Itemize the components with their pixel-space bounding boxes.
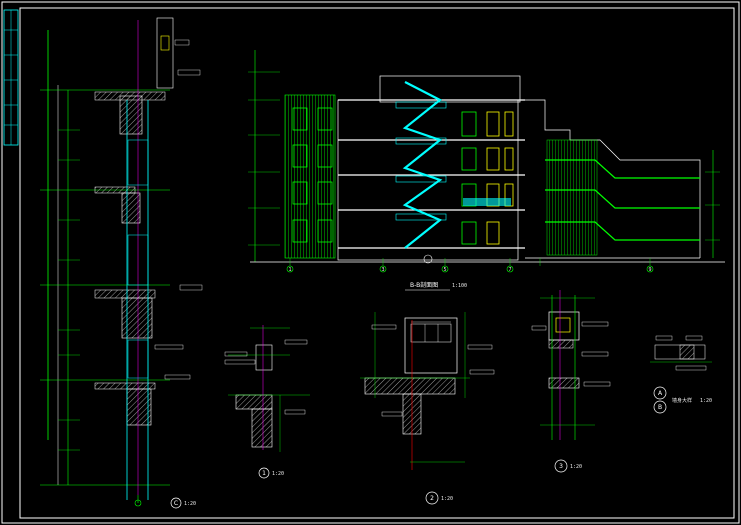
legend-scale: 1:20 bbox=[700, 398, 712, 404]
section-scale: 1:100 bbox=[452, 283, 467, 289]
detail-c-marker bbox=[170, 497, 182, 509]
legend-text: 墙身大样 bbox=[672, 397, 692, 404]
axis-mark-2: 3 bbox=[381, 267, 384, 273]
detail-3-marker bbox=[554, 459, 568, 473]
section-title: B-B剖面图 bbox=[410, 281, 438, 289]
legend-b-marker bbox=[653, 400, 667, 414]
detail-3-scale: 1:20 bbox=[570, 464, 582, 470]
legend-mark-a: A bbox=[658, 390, 663, 397]
detail-2: 2 1:20 bbox=[360, 312, 495, 505]
detail-1: 1 1:20 bbox=[224, 325, 310, 479]
detail-1-mark: 1 bbox=[262, 470, 266, 477]
axis-mark-3: 5 bbox=[443, 267, 446, 273]
legend-a-marker bbox=[653, 386, 667, 400]
drawing-frame bbox=[19, 7, 735, 519]
detail-1-marker bbox=[258, 467, 270, 479]
detail-1-scale: 1:20 bbox=[272, 471, 284, 477]
detail-2-scale: 1:20 bbox=[441, 496, 453, 502]
wall-section-c: C 1:20 bbox=[40, 17, 203, 509]
stair-run bbox=[402, 81, 443, 249]
detail-2-mark: 2 bbox=[430, 495, 434, 502]
legend-mark-b: B bbox=[658, 404, 662, 411]
axis-mark-4: 7 bbox=[508, 267, 511, 273]
detail-c-scale: 1:20 bbox=[184, 501, 196, 507]
axis-mark-1: 1 bbox=[288, 267, 291, 273]
detail-c-mark: C bbox=[174, 500, 178, 507]
detail-3: 3 1:20 bbox=[531, 290, 611, 473]
section-b-b: 1 3 5 7 9 B-B剖面图 1:100 bbox=[248, 50, 725, 291]
axis-mark-5: 9 bbox=[648, 267, 651, 273]
title-block-strip bbox=[3, 9, 19, 146]
detail-3-mark: 3 bbox=[559, 463, 563, 470]
detail-2-marker bbox=[425, 491, 439, 505]
wall-detail-legend: A B 墙身大样 1:20 bbox=[650, 335, 712, 414]
